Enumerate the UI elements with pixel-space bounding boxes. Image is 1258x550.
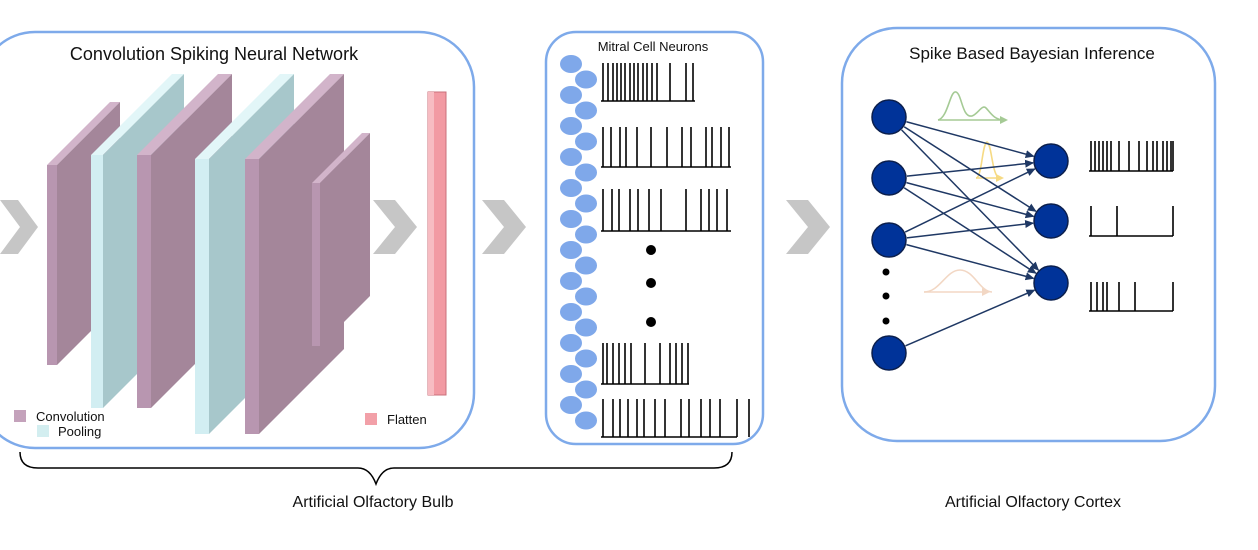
mitral-neuron (575, 287, 597, 306)
connection-arrow (906, 243, 1035, 281)
mitral-neuron (575, 318, 597, 337)
output-neuron (1033, 265, 1069, 301)
bulb-label: Artificial Olfactory Bulb (293, 494, 454, 511)
cnn-inner-arrow (373, 200, 417, 254)
mitral-panel (544, 30, 765, 446)
legend-pooling-swatch (37, 425, 49, 437)
entry-arrow (0, 200, 38, 254)
output-spike-trains (1089, 141, 1174, 312)
flatten-layer (427, 91, 447, 396)
mitral-neuron (575, 225, 597, 244)
bayes-connections (901, 120, 1040, 347)
mitral-neuron (575, 380, 597, 399)
mitral-neuron (560, 86, 582, 104)
ellipsis-dot (646, 278, 656, 288)
spike-train (1089, 282, 1174, 312)
connection-arrow (906, 220, 1035, 239)
distribution-curve-orange (923, 269, 993, 296)
output-neuron (1033, 143, 1069, 179)
mitral-neuron (560, 334, 582, 352)
legend-flatten-label: Flatten (387, 412, 427, 427)
mitral-neuron-column (560, 55, 597, 430)
output-neuron (1033, 203, 1069, 239)
connection-arrow (906, 120, 1035, 159)
output-neuron-column (1033, 143, 1069, 301)
spike-train (601, 189, 731, 232)
mitral-spike-trains (601, 63, 750, 438)
ellipsis-dot (646, 245, 656, 255)
cnn-title: Convolution Spiking Neural Network (70, 44, 359, 64)
mitral-title: Mitral Cell Neurons (598, 39, 709, 54)
mitral-neuron (560, 396, 582, 414)
legend-convolution-label: Convolution (36, 409, 105, 424)
mitral-neuron (560, 117, 582, 135)
ellipsis-dot (882, 292, 890, 300)
mitral-neuron (560, 272, 582, 290)
mitral-neuron (575, 163, 597, 182)
spike-train (601, 127, 731, 168)
legend-convolution-swatch (14, 410, 26, 422)
bulb-to-mitral-arrow (482, 200, 526, 254)
mitral-neuron (560, 179, 582, 197)
mitral-neuron (560, 365, 582, 383)
mitral-neuron (575, 132, 597, 151)
legend-pooling-label: Pooling (58, 424, 101, 439)
ellipsis-dot (882, 268, 890, 276)
bulb-brace (19, 451, 733, 487)
mitral-neuron (560, 148, 582, 166)
input-neuron (871, 335, 907, 371)
spike-train (601, 343, 689, 385)
cnn-panel (0, 30, 476, 450)
cortex-label: Artificial Olfactory Cortex (945, 494, 1121, 511)
ellipsis-dot (646, 317, 656, 327)
legend-flatten-swatch (365, 413, 377, 425)
mitral-neuron (575, 70, 597, 89)
spike-train (1089, 206, 1174, 237)
connection-arrow (905, 289, 1036, 347)
bayes-title: Spike Based Bayesian Inference (909, 44, 1155, 63)
mitral-to-cortex-arrow (786, 200, 830, 254)
mitral-neuron (575, 101, 597, 120)
mitral-neuron (575, 349, 597, 368)
mitral-neuron (575, 256, 597, 275)
connection-arrow (904, 168, 1036, 233)
connection-arrow (906, 181, 1035, 219)
input-neuron (871, 99, 907, 135)
spike-train (1089, 141, 1174, 172)
distribution-curve-yellow (975, 141, 1004, 182)
spike-train (601, 63, 695, 102)
mitral-neuron (575, 411, 597, 430)
convolution-layer-3 (245, 74, 344, 434)
ellipsis-dot (882, 317, 890, 325)
mitral-neuron (560, 210, 582, 228)
input-neuron (871, 160, 907, 196)
distribution-curve-green (937, 91, 1008, 124)
bayes-panel (840, 26, 1217, 443)
mitral-neuron (560, 303, 582, 321)
mitral-neuron (575, 194, 597, 213)
input-neuron-column (871, 99, 907, 371)
spike-train (601, 399, 750, 438)
input-neuron (871, 222, 907, 258)
convolution-layer-4 (312, 133, 370, 346)
mitral-neuron (560, 241, 582, 259)
mitral-neuron (560, 55, 582, 73)
connection-arrow (906, 159, 1035, 177)
